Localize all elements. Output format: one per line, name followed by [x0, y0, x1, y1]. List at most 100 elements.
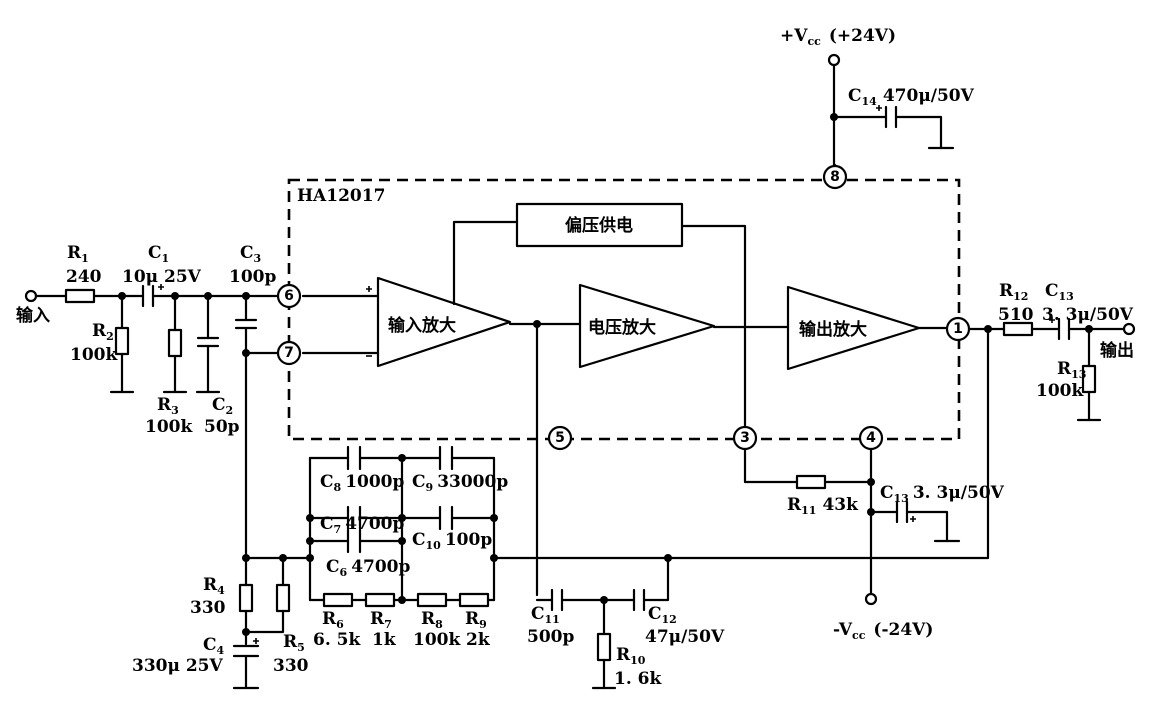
svg-text:2k: 2k — [466, 630, 491, 650]
svg-text:100k: 100k — [1036, 381, 1084, 401]
resistor-r2: R2 100k — [70, 294, 135, 394]
svg-text:R12: R12 — [999, 281, 1028, 303]
svg-text:R8: R8 — [421, 609, 443, 631]
svg-text:R9: R9 — [465, 609, 487, 631]
resistor-r13: R13 100k — [1036, 327, 1102, 422]
svg-text:R4: R4 — [203, 575, 225, 597]
svg-text:输出放大: 输出放大 — [799, 319, 867, 340]
bias-block: 偏压供电 — [515, 202, 684, 248]
svg-text:输出: 输出 — [1100, 340, 1134, 361]
svg-text:10μ 25V: 10μ 25V — [122, 267, 202, 287]
svg-text:C2: C2 — [212, 395, 233, 417]
svg-text:1: 1 — [953, 321, 963, 337]
resistor-r9-label: R9 2k — [465, 609, 491, 650]
svg-text:R5: R5 — [283, 632, 305, 654]
svg-text:50p: 50p — [204, 417, 240, 437]
pin-3: 3 — [732, 425, 758, 451]
svg-text:输入: 输入 — [16, 305, 50, 326]
pin-6: 6 — [276, 283, 302, 309]
input-amp-block: 输入放大 — [376, 276, 512, 368]
capacitor-c1: C1 10μ 25V — [122, 243, 210, 308]
svg-text:R10: R10 — [616, 645, 646, 667]
svg-text:R7: R7 — [370, 609, 392, 631]
svg-text:C12: C12 — [648, 604, 677, 626]
svg-text:510: 510 — [998, 305, 1034, 325]
svg-text:C3: C3 — [240, 243, 261, 265]
output-amp-block: 输出放大 — [786, 285, 921, 371]
svg-text:47μ/50V: 47μ/50V — [645, 627, 725, 647]
capacitor-c2: C2 50p — [195, 294, 240, 437]
svg-text:100k: 100k — [70, 345, 118, 365]
input-terminal: 输入 — [16, 289, 50, 326]
resistor-r5: R5 330 — [244, 556, 309, 676]
svg-text:R2: R2 — [92, 321, 114, 343]
resistor-r6-label: R6 6. 5k — [313, 609, 361, 650]
voltage-amp-block: 电压放大 — [578, 283, 716, 369]
svg-text:输入放大: 输入放大 — [388, 315, 456, 336]
resistor-r12: R12 510 — [986, 281, 1061, 337]
svg-text:+Vcc(+24V): +Vcc(+24V) — [780, 26, 896, 48]
svg-text:330μ 25V: 330μ 25V — [132, 656, 224, 676]
resistor-r3: R3 100k — [145, 294, 193, 437]
c13-ref-text: C13 — [1045, 281, 1074, 303]
svg-text:4: 4 — [866, 430, 876, 446]
resistor-r7-label: R7 1k — [370, 609, 397, 650]
svg-text:500p: 500p — [527, 627, 574, 647]
svg-text:R1: R1 — [67, 243, 89, 265]
capacitor-c11: C12 47μ/50V — [632, 554, 725, 647]
resistor-r8-label: R8 100k — [413, 609, 461, 650]
svg-text:偏压供电: 偏压供电 — [565, 215, 633, 236]
svg-text:100k: 100k — [413, 630, 461, 650]
junction-dot — [533, 320, 541, 328]
vcc-positive-terminal: +Vcc(+24V) — [780, 26, 896, 167]
pin-1: 1 — [945, 316, 971, 342]
feedback-network — [242, 325, 992, 608]
svg-text:100p: 100p — [229, 267, 276, 287]
svg-text:5: 5 — [555, 430, 565, 446]
svg-text:8: 8 — [830, 169, 840, 185]
svg-text:-Vcc(-24V): -Vcc(-24V) — [833, 620, 933, 642]
resistor-r4: R4 330 — [190, 556, 254, 646]
svg-text:3: 3 — [740, 430, 750, 446]
svg-text:R13: R13 — [1057, 359, 1086, 381]
svg-text:330: 330 — [273, 656, 309, 676]
pin-8: 8 — [822, 164, 848, 190]
svg-text:1. 6k: 1. 6k — [614, 669, 662, 689]
vcc-negative-terminal: -Vcc(-24V) — [833, 592, 933, 642]
pin-7: 7 — [276, 340, 302, 366]
svg-text:7: 7 — [284, 345, 294, 361]
chip-name: HA12017 — [297, 186, 385, 206]
resistor-r10: R10 1. 6k — [591, 598, 662, 690]
resistor-r1: R1 240 — [34, 243, 145, 304]
svg-text:C1: C1 — [148, 243, 169, 265]
svg-text:1k: 1k — [372, 630, 397, 650]
capacitor-c3: C3 100p — [229, 243, 276, 560]
output-terminal: 输出 — [1100, 322, 1136, 361]
svg-text:100k: 100k — [145, 417, 193, 437]
pin-4: 4 — [858, 425, 884, 451]
svg-text:R6: R6 — [322, 609, 344, 631]
svg-text:电压放大: 电压放大 — [588, 317, 656, 338]
svg-text:C4: C4 — [203, 635, 225, 657]
svg-text:6. 5k: 6. 5k — [313, 630, 361, 650]
svg-text:330: 330 — [190, 598, 226, 618]
capacitor-c4: C4 330μ 25V — [132, 635, 260, 690]
svg-text:R3: R3 — [157, 395, 179, 417]
ic-boundary — [287, 178, 961, 441]
capacitor-c10: C11 500p — [527, 588, 636, 647]
svg-text:240: 240 — [66, 267, 102, 287]
svg-text:6: 6 — [284, 288, 294, 304]
c13-value-text: 3. 3μ/50V — [1042, 305, 1134, 325]
